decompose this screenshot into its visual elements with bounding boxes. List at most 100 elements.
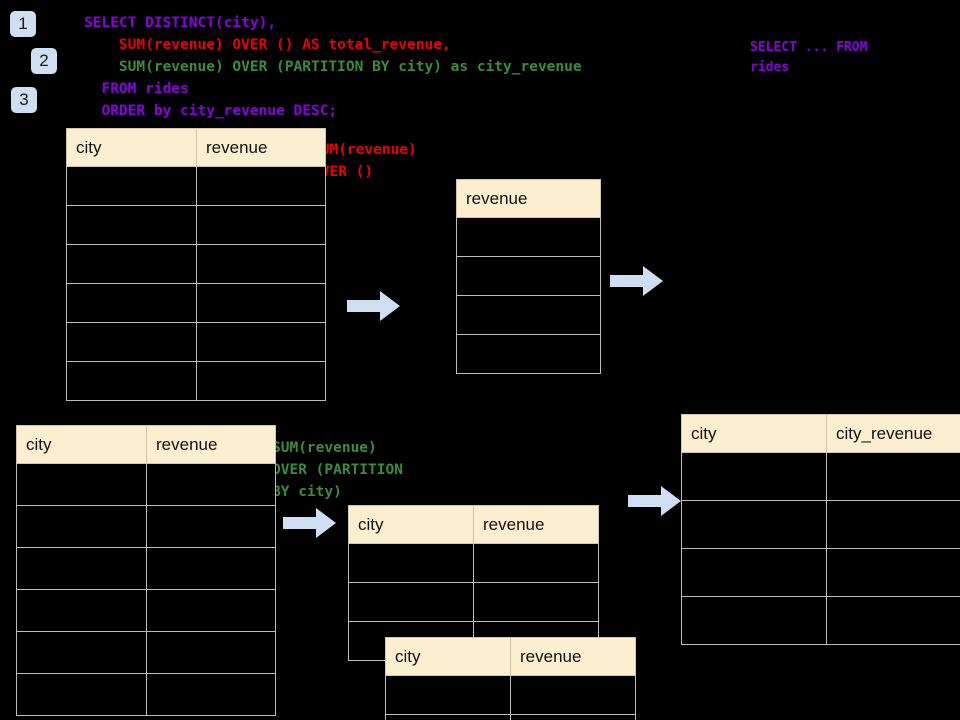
cell-revenue (456, 334, 601, 374)
table-row (16, 505, 276, 548)
cell-city (66, 244, 197, 284)
column-header-city: city (66, 128, 197, 167)
table-row (681, 596, 960, 645)
arrow-source-to-partition (283, 508, 336, 538)
cell-revenue (510, 714, 636, 720)
cell-revenue (456, 295, 601, 335)
cell-city (66, 361, 197, 401)
step-badge-2: 2 (31, 48, 57, 74)
table-row (16, 631, 276, 674)
table-header-row: revenue (456, 179, 601, 218)
table-row (456, 334, 601, 374)
table-body (385, 675, 636, 720)
cell-city (66, 283, 197, 323)
table-body (66, 166, 326, 401)
column-header-city: city (16, 425, 147, 464)
cell-revenue (146, 463, 276, 506)
side-note-line-1: SELECT ... FROM (750, 40, 868, 55)
side-note-line-2: rides (750, 60, 790, 75)
column-header-city: city (681, 414, 827, 453)
table-row (16, 673, 276, 716)
cell-revenue (196, 322, 326, 362)
column-header-city-revenue: city_revenue (826, 414, 960, 453)
table-row (16, 463, 276, 506)
sql-line-select: SELECT DISTINCT(city), (84, 15, 277, 31)
cell-city-revenue (826, 500, 960, 549)
table-row (385, 675, 636, 715)
table-row (456, 217, 601, 257)
table-source-bottom: city revenue (16, 425, 276, 716)
cell-city (16, 463, 147, 506)
arrow-total-to-right (610, 266, 663, 296)
table-row (681, 452, 960, 501)
cell-revenue (196, 205, 326, 245)
table-row (66, 283, 326, 323)
cell-revenue (196, 283, 326, 323)
table-body (681, 452, 960, 645)
column-header-revenue: revenue (196, 128, 326, 167)
table-row (456, 256, 601, 296)
cell-city (385, 714, 511, 720)
table-row (456, 295, 601, 335)
cell-city (66, 166, 197, 206)
table-row (348, 543, 599, 583)
table-header-row: city revenue (385, 637, 636, 676)
cell-city (16, 505, 147, 548)
sql-line-city-revenue: SUM(revenue) OVER (PARTITION BY city) as… (84, 59, 582, 75)
table-row (681, 548, 960, 597)
cell-revenue (456, 217, 601, 257)
cell-revenue (146, 547, 276, 590)
table-row (66, 244, 326, 284)
cell-revenue (146, 505, 276, 548)
cell-revenue (146, 673, 276, 716)
cell-revenue (456, 256, 601, 296)
table-header-row: city revenue (348, 505, 599, 544)
cell-city (16, 673, 147, 716)
table-body (456, 217, 601, 374)
step-badge-3: 3 (11, 87, 37, 113)
arrow-source-to-total (347, 291, 400, 321)
table-source-top: city revenue (66, 128, 326, 401)
annotation-city-revenue: SUM(revenue) OVER (PARTITION BY city) (272, 440, 403, 500)
cell-revenue (473, 543, 599, 583)
cell-revenue (196, 361, 326, 401)
table-row (16, 547, 276, 590)
table-row (66, 205, 326, 245)
cell-revenue (196, 244, 326, 284)
cell-city (385, 675, 511, 715)
table-header-row: city city_revenue (681, 414, 960, 453)
table-row (348, 582, 599, 622)
column-header-city: city (348, 505, 474, 544)
table-header-row: city revenue (66, 128, 326, 167)
cell-city-revenue (826, 596, 960, 645)
sql-line-order-by: ORDER by city_revenue DESC; (84, 103, 338, 119)
table-result: city city_revenue (681, 414, 960, 645)
column-header-city: city (385, 637, 511, 676)
table-header-row: city revenue (16, 425, 276, 464)
sql-line-total-revenue: SUM(revenue) OVER () AS total_revenue, (84, 37, 451, 53)
cell-city (681, 596, 827, 645)
cell-city (66, 322, 197, 362)
column-header-revenue: revenue (473, 505, 599, 544)
arrow-partition-to-result (628, 486, 681, 516)
annotation-total-revenue: SUM(revenue) OVER () (312, 142, 417, 180)
table-total-revenue: revenue (456, 179, 601, 374)
cell-revenue (510, 675, 636, 715)
cell-city (66, 205, 197, 245)
column-header-revenue: revenue (456, 179, 601, 218)
cell-city (348, 543, 474, 583)
table-row (681, 500, 960, 549)
cell-city (16, 631, 147, 674)
cell-revenue (473, 582, 599, 622)
cell-revenue (146, 631, 276, 674)
table-row (385, 714, 636, 720)
cell-city (681, 452, 827, 501)
column-header-revenue: revenue (146, 425, 276, 464)
table-row (66, 322, 326, 362)
column-header-revenue: revenue (510, 637, 636, 676)
cell-revenue (196, 166, 326, 206)
table-row (66, 361, 326, 401)
cell-city (681, 548, 827, 597)
table-partition-front: city revenue (385, 637, 636, 720)
